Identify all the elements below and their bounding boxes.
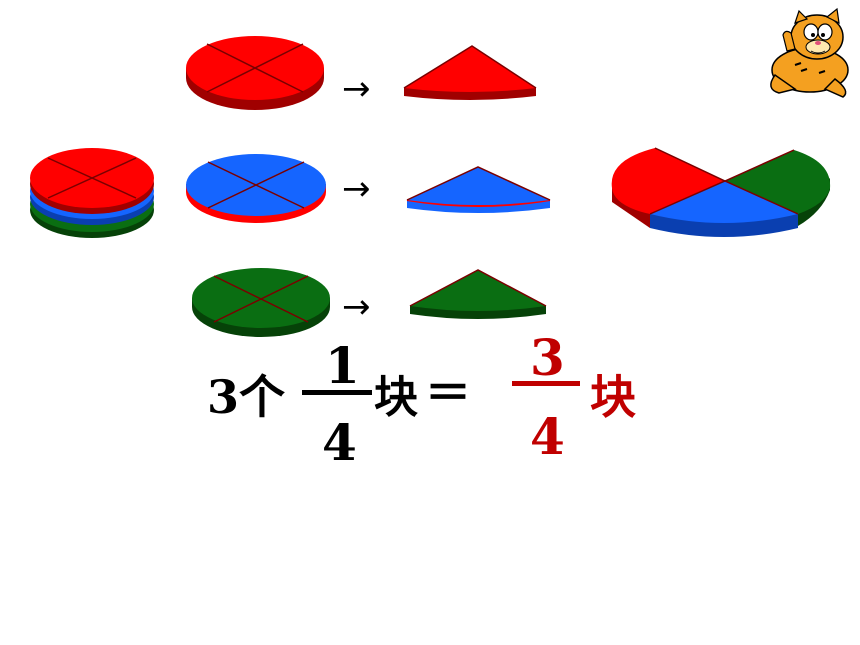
equals-sign: ＝: [425, 366, 471, 420]
left-denominator: 4: [322, 413, 357, 472]
blue-quarter-slice: [406, 166, 551, 213]
blue-whole-pie: [186, 154, 326, 223]
left-unit-text: 块: [374, 372, 418, 423]
left-numerator: 1: [325, 336, 360, 395]
green-whole-pie: [192, 268, 330, 337]
green-quarter-slice: [409, 269, 547, 319]
arrow-green-to-slice: →: [342, 287, 371, 327]
left-fraction-bar: [302, 390, 372, 395]
right-denominator: 4: [530, 407, 565, 466]
count-text: 3个: [207, 370, 286, 424]
stacked-cakes: [30, 148, 154, 238]
red-whole-pie: [186, 36, 324, 110]
red-quarter-slice: [403, 45, 537, 100]
combined-three-quarters-pie: [611, 147, 831, 237]
right-unit-text: 块: [590, 370, 636, 424]
right-fraction-bar: [512, 381, 580, 386]
garfield-cat-icon: [770, 7, 849, 98]
arrow-blue-to-slice: →: [342, 169, 371, 209]
arrow-red-to-slice: →: [342, 69, 371, 109]
right-numerator: 3: [530, 328, 565, 387]
